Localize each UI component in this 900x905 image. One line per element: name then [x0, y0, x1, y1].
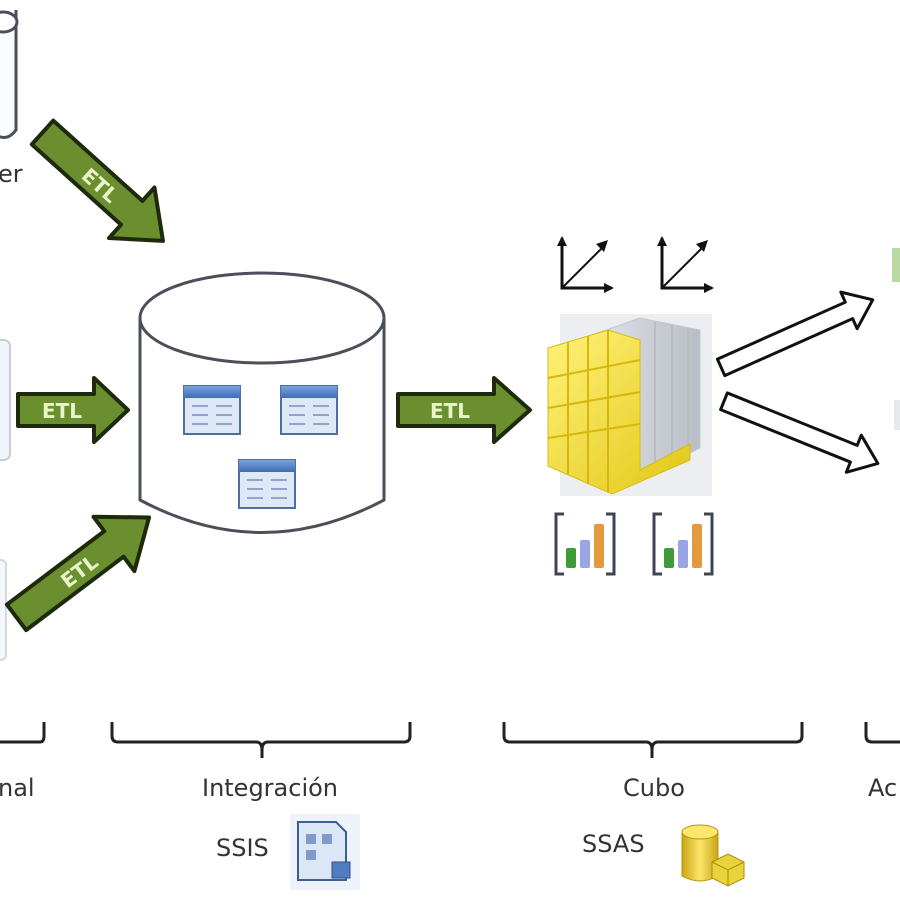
brace-acceso [864, 722, 900, 744]
stage-label-cubo: Cubo [623, 774, 685, 802]
stage-braces [0, 722, 900, 758]
access-tool-icon-partial [894, 400, 900, 430]
data-warehouse-cylinder [138, 271, 386, 534]
stage-label-integracion: Integración [202, 774, 338, 802]
dimension-axis-icon [555, 234, 616, 295]
dimension-axis-icon [655, 234, 716, 295]
table-icon [280, 385, 338, 435]
measure-chart-icon [652, 512, 714, 576]
tool-label-ssas: SSAS [582, 830, 645, 858]
measure-chart-icon [554, 512, 616, 576]
etl-arrow-bottom: ETL [4, 514, 152, 633]
source-document-bottom [0, 559, 7, 661]
access-arrow-up [715, 290, 875, 378]
ssas-database-icon [681, 824, 745, 887]
source-database-top: er [0, 10, 23, 188]
access-arrow-down [719, 391, 880, 474]
brace-origen [0, 722, 46, 744]
table-icon [238, 459, 296, 509]
etl-arrow-middle: ETL [16, 376, 130, 444]
olap-cube-icon [547, 314, 712, 496]
access-tool-icon-partial [892, 248, 900, 282]
etl-arrow-to-cube: ETL [396, 376, 532, 444]
etl-arrow-top: ETL [29, 118, 165, 243]
brace-cubo [502, 722, 804, 758]
etl-label: ETL [430, 399, 470, 423]
etl-label: ETL [42, 399, 82, 423]
source-document-middle [0, 339, 11, 461]
ssis-package-icon [290, 814, 360, 890]
table-icon [183, 385, 241, 435]
stage-label-acceso: Ac [868, 774, 897, 802]
source-top-label: er [0, 160, 23, 188]
brace-integracion [110, 722, 412, 758]
stage-label-origen: nal [0, 774, 35, 802]
tool-label-ssis: SSIS [216, 834, 269, 862]
